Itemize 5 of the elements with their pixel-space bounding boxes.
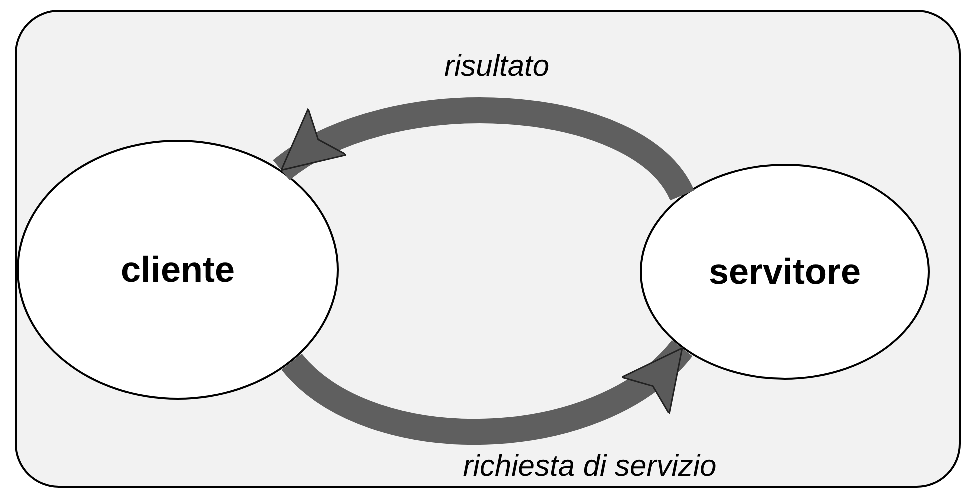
- node-label: cliente: [120, 248, 236, 292]
- curved-arrow: [282, 339, 692, 445]
- curved-arrow: [274, 98, 694, 203]
- container-box: [15, 10, 961, 488]
- node-label: servitore: [708, 250, 862, 294]
